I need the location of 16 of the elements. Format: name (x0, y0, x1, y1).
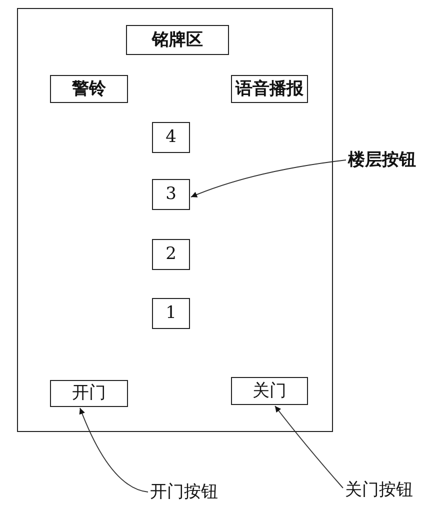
leader-arrow (190, 160, 346, 198)
alarm-button: 警铃 (50, 75, 128, 103)
floor-button: 4 (152, 122, 190, 153)
floor-button: 3 (152, 179, 190, 210)
label-plate: 铭牌区 (126, 25, 229, 55)
door-button: 开门 (50, 380, 128, 407)
callout-label: 关门按钮 (345, 479, 425, 501)
floor-button: 2 (152, 239, 190, 270)
callout-label: 开门按钮 (150, 481, 230, 503)
door-button: 关门 (231, 377, 308, 405)
leader-arrow (79, 408, 148, 492)
callout-label: 楼层按钮 (348, 149, 428, 171)
panel-outline (17, 8, 333, 432)
leader-arrow (274, 406, 344, 488)
floor-button: 1 (152, 298, 190, 329)
voice-box: 语音播报 (231, 75, 308, 103)
